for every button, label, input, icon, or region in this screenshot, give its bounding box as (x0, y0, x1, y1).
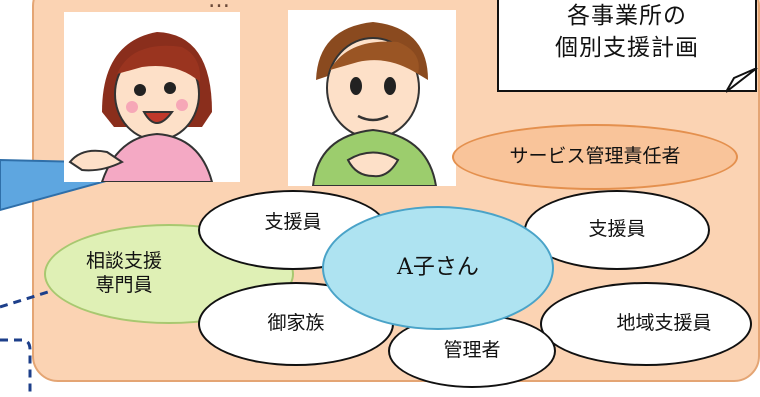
center-person-label: A子さん (397, 255, 479, 281)
staff-right-label: 支援員 (588, 218, 646, 241)
community-staff-label: 地域支援員 (616, 312, 712, 335)
note-line-2: 個別支援計画 (555, 35, 699, 61)
family-label: 御家族 (267, 312, 325, 335)
note-folded-corner (726, 68, 758, 93)
community-staff-ellipse: 地域支援員 (540, 282, 752, 366)
service-manager-label: サービス管理責任者 (509, 145, 681, 168)
listening-woman-illustration (288, 10, 456, 186)
staff-right-ellipse: 支援員 (524, 190, 710, 270)
staff-left-label: 支援員 (264, 211, 322, 234)
support-plan-note: 各事業所の 個別支援計画 (497, 0, 757, 92)
service-manager-ellipse: サービス管理責任者 (452, 124, 738, 190)
dashed-connector (0, 290, 49, 397)
family-ellipse: 御家族 (198, 282, 394, 366)
presenting-woman-illustration (64, 12, 240, 182)
note-line-1: 各事業所の (567, 3, 687, 29)
admin-label: 管理者 (443, 339, 501, 362)
consultation-specialist-label: 相談支援 専門員 (85, 250, 162, 296)
center-person-ellipse: A子さん (322, 206, 554, 330)
heading-fragment: … (208, 0, 230, 13)
